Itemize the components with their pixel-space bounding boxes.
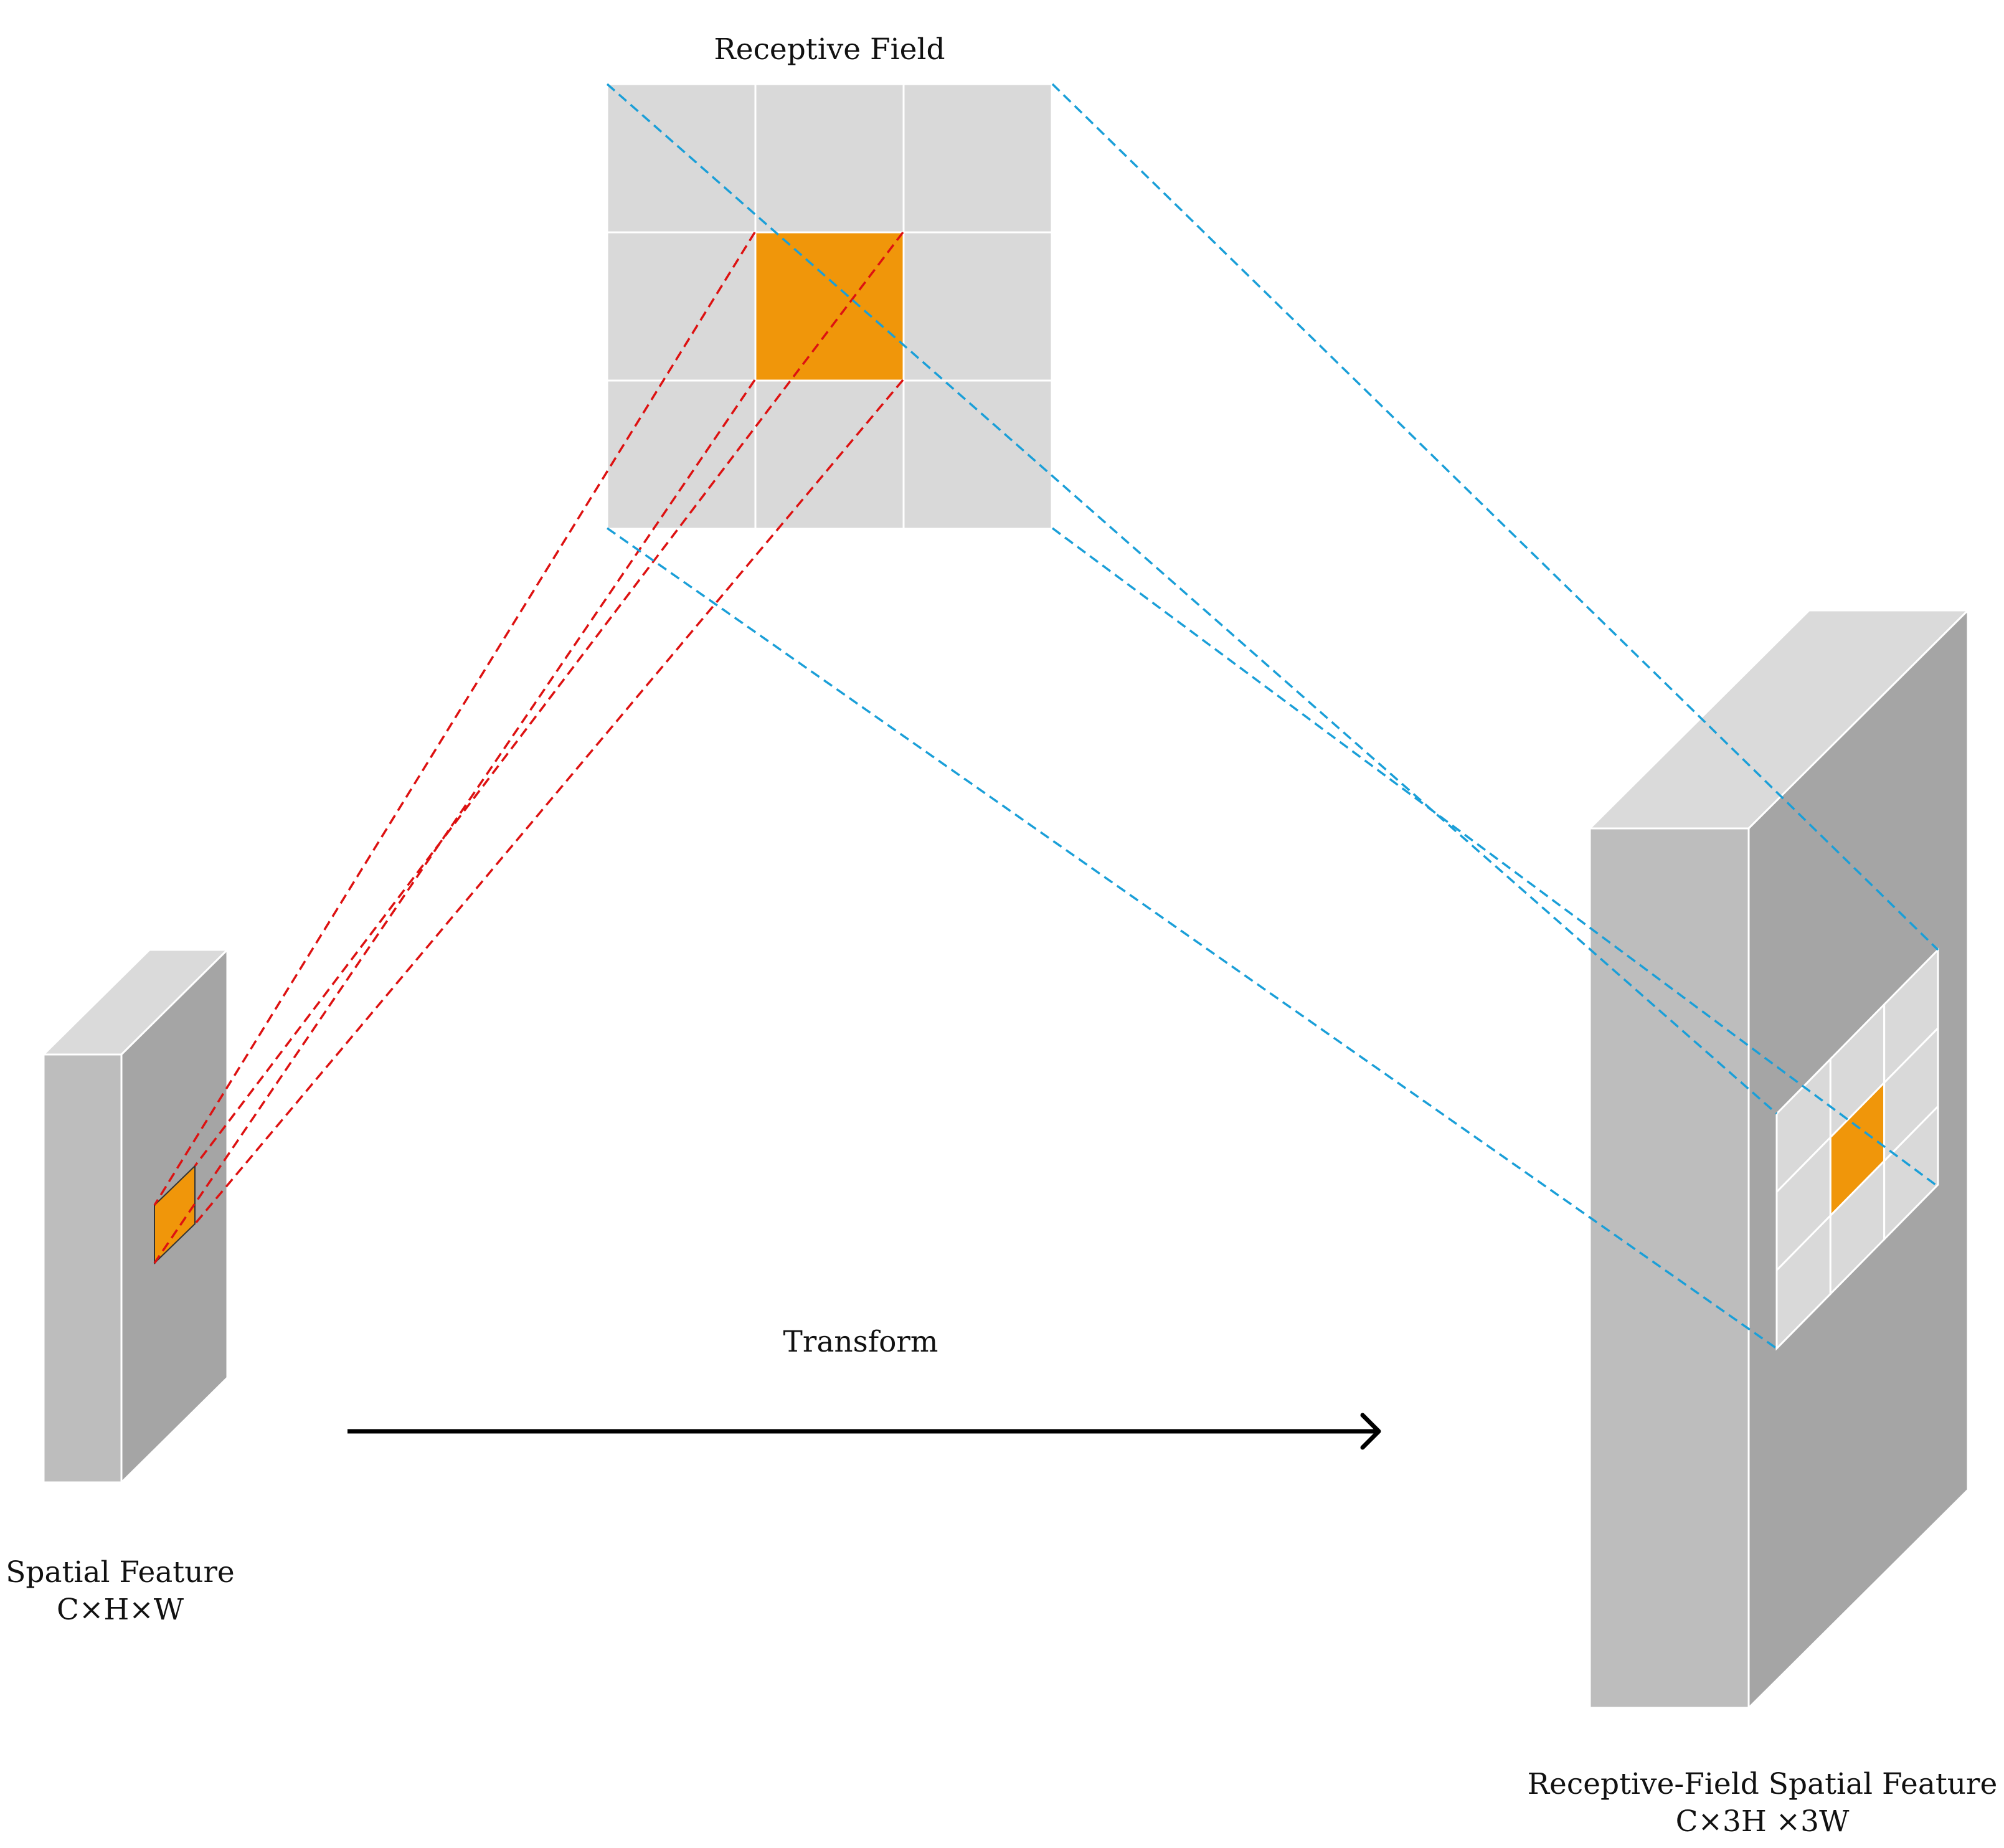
rf-spatial-feature-block <box>1587 608 1970 1710</box>
receptive-field-cell <box>754 379 905 530</box>
blue-projection-line <box>1051 83 1939 951</box>
red-projection-line <box>153 232 756 1206</box>
red-projection-lines <box>153 231 904 1264</box>
spatial-feature-block <box>41 947 230 1485</box>
spatial-feature-front-face <box>42 1053 123 1484</box>
spatial-feature-dims: C×H×W <box>57 1593 184 1627</box>
blue-projection-line <box>606 83 1778 1115</box>
receptive-field-cell <box>902 83 1053 234</box>
receptive-field-center-cell <box>754 231 905 382</box>
rf-feature-grid <box>1775 947 1939 1351</box>
receptive-field-grid <box>606 83 1053 530</box>
blue-projection-lines <box>606 83 1939 1350</box>
receptive-field-cell <box>902 231 1053 382</box>
transform-arrow <box>347 1413 1381 1450</box>
spatial-feature-highlight-cell <box>154 1164 196 1265</box>
rf-feature-title: Receptive-Field Spatial Feature <box>1528 1767 1998 1801</box>
red-projection-line <box>194 379 904 1225</box>
red-projection-line <box>194 231 904 1167</box>
spatial-feature-title: Spatial Feature <box>6 1555 235 1590</box>
red-projection-line <box>153 379 756 1264</box>
transform-arrow-head <box>1360 1413 1381 1450</box>
receptive-field-cell <box>606 379 757 530</box>
blue-projection-line <box>1051 527 1939 1188</box>
receptive-field-cell <box>902 379 1053 530</box>
receptive-field-label: Receptive Field <box>714 32 945 67</box>
receptive-field-cell <box>606 231 757 382</box>
rf-feature-dims: C×3H ×3W <box>1676 1804 1850 1839</box>
receptive-field-cell <box>754 83 905 234</box>
transform-label: Transform <box>783 1325 938 1359</box>
rf-feature-grid-cell <box>1883 1104 1939 1242</box>
blue-projection-line <box>606 527 1778 1350</box>
receptive-field-cell <box>606 83 757 234</box>
rf-feature-front-face <box>1589 827 1750 1709</box>
